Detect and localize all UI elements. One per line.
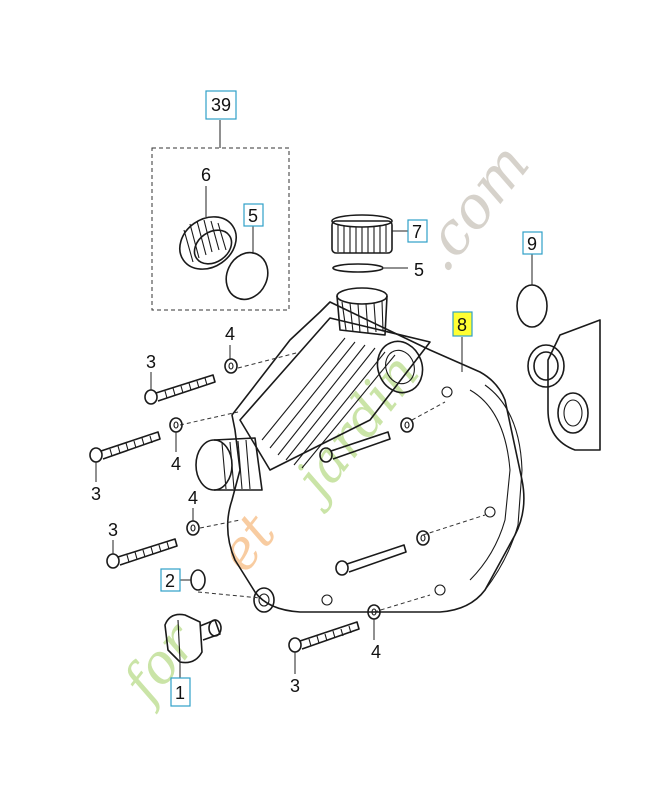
callouts: 39 6 5 7 5 9 8 4 3 4 3 4 3 2 1 4 3 [91, 90, 543, 707]
callout-1: 1 [175, 683, 185, 703]
callout-4-a: 4 [225, 324, 235, 344]
callout-7: 7 [412, 222, 422, 242]
callout-3-b: 3 [91, 484, 101, 504]
assembly-lines [179, 351, 486, 613]
screw-3c [106, 538, 178, 569]
callout-4-c: 4 [188, 488, 198, 508]
washer-inner-a [400, 417, 414, 433]
kit-39-dashed-box [151, 147, 290, 311]
callout-leaders [95, 337, 463, 678]
callout-4-b: 4 [171, 454, 181, 474]
part-9-o-ring [516, 284, 548, 328]
adjacent-housing [527, 319, 601, 451]
part-5-o-ring-top [332, 263, 384, 273]
callout-3-c: 3 [108, 520, 118, 540]
watermark: for et jardin .com [108, 131, 543, 716]
callout-3-a: 3 [146, 352, 156, 372]
callout-8: 8 [457, 315, 467, 335]
washer-inner-b [416, 530, 430, 546]
kit-39-group [151, 120, 290, 311]
watermark-text-for: for [108, 610, 210, 716]
callout-3-d: 3 [290, 676, 300, 696]
screw-3b [89, 431, 161, 463]
part-8-pump-housing [195, 287, 525, 613]
callout-4-d: 4 [371, 642, 381, 662]
callout-5-kit: 5 [248, 206, 258, 226]
screw-inner-a [319, 431, 391, 463]
part-6-threaded-nut [179, 216, 237, 270]
screw-3d [288, 621, 360, 653]
screw-3a [144, 374, 216, 405]
part-7-threaded-nut [331, 214, 393, 254]
callout-5-top: 5 [414, 260, 424, 280]
part-5-o-ring [225, 251, 269, 301]
watermark-text-jardin: jardin [276, 342, 431, 516]
part-1-drain-plug [164, 613, 222, 664]
washer-4a [224, 358, 238, 374]
callout-6: 6 [201, 165, 211, 185]
screw-inner-b [335, 544, 407, 576]
callout-9: 9 [527, 234, 537, 254]
part-2-o-ring [190, 569, 206, 591]
callout-39: 39 [211, 95, 231, 115]
watermark-text-et: et [206, 502, 289, 583]
callout-2: 2 [165, 571, 175, 591]
washer-4c [186, 520, 200, 536]
